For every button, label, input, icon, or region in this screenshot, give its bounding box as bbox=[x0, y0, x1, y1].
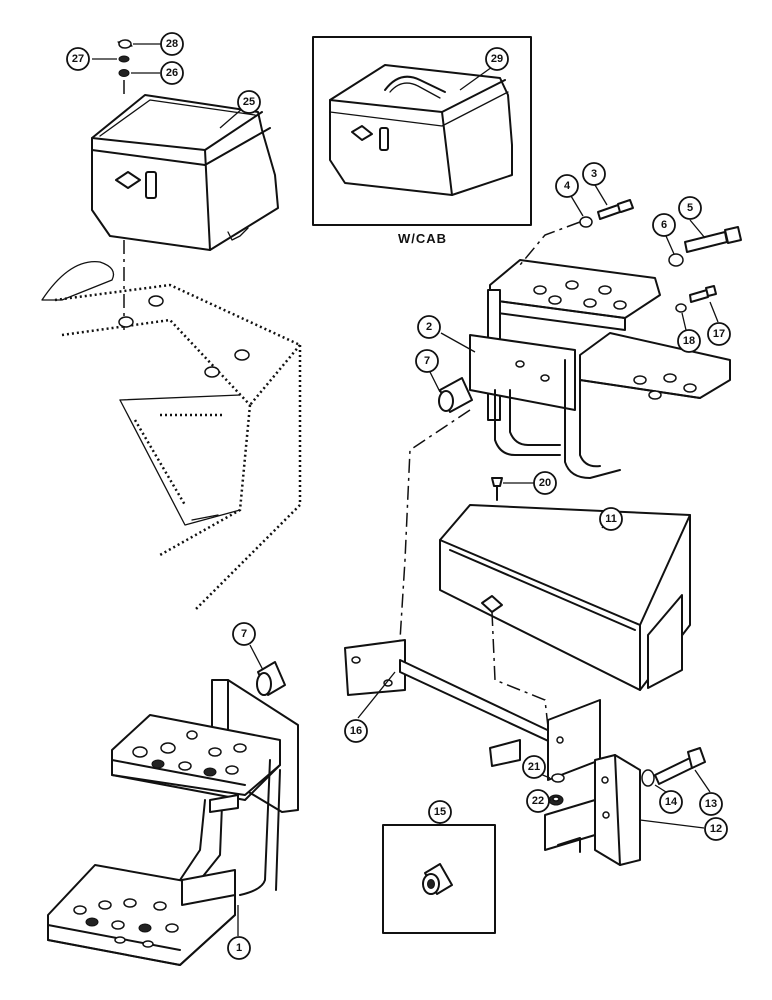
bolt-17 bbox=[689, 285, 717, 303]
callout-c29: 29 bbox=[485, 47, 509, 71]
bolt-13 bbox=[654, 747, 706, 785]
washer-18 bbox=[675, 303, 687, 313]
callout-c26: 26 bbox=[160, 61, 184, 85]
svg-text:20: 20 bbox=[539, 477, 551, 489]
washer-21 bbox=[551, 773, 565, 783]
nut-28 bbox=[117, 39, 133, 49]
callout-c18: 18 bbox=[677, 329, 701, 353]
callout-c6: 6 bbox=[652, 213, 676, 237]
nut-22 bbox=[548, 794, 564, 806]
svg-text:7: 7 bbox=[241, 628, 247, 640]
callout-c11: 11 bbox=[599, 507, 623, 531]
svg-text:17: 17 bbox=[713, 328, 725, 340]
callout-c16: 16 bbox=[344, 719, 368, 743]
toolbox-11 bbox=[439, 504, 691, 691]
callout-c14: 14 bbox=[659, 790, 683, 814]
svg-text:27: 27 bbox=[72, 53, 84, 65]
washer-14 bbox=[641, 769, 655, 787]
callout-c15: 15 bbox=[428, 800, 452, 824]
svg-text:13: 13 bbox=[705, 798, 717, 810]
svg-text:7: 7 bbox=[424, 355, 430, 367]
inset-caption: W/CAB bbox=[398, 231, 447, 246]
spacer-7-upper bbox=[438, 377, 473, 413]
washer-27 bbox=[118, 55, 130, 63]
bolt-3 bbox=[597, 199, 634, 220]
svg-text:2: 2 bbox=[426, 321, 432, 333]
svg-text:25: 25 bbox=[243, 96, 255, 108]
callout-c1: 1 bbox=[227, 936, 251, 960]
svg-text:22: 22 bbox=[532, 795, 544, 807]
callout-c4: 4 bbox=[555, 174, 579, 198]
fender bbox=[41, 261, 302, 611]
step-assembly-upper bbox=[469, 259, 731, 479]
bracket-16 bbox=[344, 639, 601, 781]
inset-15 bbox=[382, 824, 496, 934]
callout-c2: 2 bbox=[417, 315, 441, 339]
callout-c28: 28 bbox=[160, 32, 184, 56]
callout-c7a: 7 bbox=[415, 349, 439, 373]
svg-text:12: 12 bbox=[710, 823, 722, 835]
svg-text:28: 28 bbox=[166, 38, 178, 50]
svg-text:5: 5 bbox=[687, 202, 693, 214]
bolt-5 bbox=[684, 226, 742, 253]
step-assembly-1 bbox=[47, 679, 299, 966]
callout-c22: 22 bbox=[526, 789, 550, 813]
svg-text:14: 14 bbox=[665, 796, 678, 808]
svg-text:11: 11 bbox=[605, 513, 617, 525]
lockwasher-26 bbox=[118, 69, 130, 77]
callout-c17: 17 bbox=[707, 322, 731, 346]
svg-text:1: 1 bbox=[236, 942, 242, 954]
svg-text:16: 16 bbox=[350, 725, 362, 737]
spacer-7-lower bbox=[256, 661, 286, 696]
inset-w-cab: W/CAB bbox=[312, 36, 532, 246]
callout-c7b: 7 bbox=[232, 622, 256, 646]
callout-c5: 5 bbox=[678, 196, 702, 220]
callout-c20: 20 bbox=[533, 471, 557, 495]
bracket-12 bbox=[544, 754, 641, 866]
toolbox-25 bbox=[91, 94, 279, 251]
callout-c3: 3 bbox=[582, 162, 606, 186]
svg-text:4: 4 bbox=[564, 180, 571, 192]
svg-text:21: 21 bbox=[528, 761, 540, 773]
callout-c27: 27 bbox=[66, 47, 90, 71]
svg-text:15: 15 bbox=[434, 806, 446, 818]
washer-6 bbox=[668, 253, 684, 267]
callout-c13: 13 bbox=[699, 792, 723, 816]
washer-4 bbox=[579, 216, 593, 228]
callout-c21: 21 bbox=[522, 755, 546, 779]
callout-c25: 25 bbox=[237, 90, 261, 114]
svg-text:26: 26 bbox=[166, 67, 178, 79]
svg-text:3: 3 bbox=[591, 168, 597, 180]
svg-text:29: 29 bbox=[491, 53, 503, 65]
svg-text:18: 18 bbox=[683, 335, 695, 347]
svg-text:6: 6 bbox=[661, 219, 667, 231]
bolt-20 bbox=[491, 477, 503, 501]
callout-c12: 12 bbox=[704, 817, 728, 841]
